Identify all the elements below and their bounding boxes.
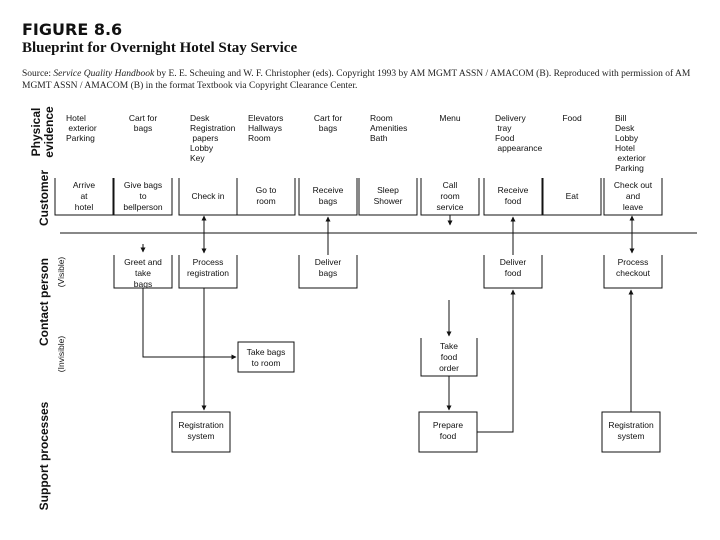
support-process-box (601, 411, 661, 453)
customer-action-box (603, 178, 663, 216)
customer-action-box (483, 178, 543, 216)
connector-arrow (477, 289, 516, 433)
lane-label-visible: (Visible) (56, 257, 66, 288)
visible-contact-action-box (483, 255, 543, 289)
customer-action-box (113, 178, 173, 216)
customer-action-text: Eat (566, 191, 579, 201)
figure-title: Blueprint for Overnight Hotel Stay Servi… (22, 40, 298, 56)
visible-contact-action-box (603, 255, 663, 289)
customer-action-box (54, 178, 114, 216)
lane-label-invisible: (Invisible) (56, 336, 66, 373)
source-prefix: Source: (22, 69, 54, 79)
physical-evidence-item: Food (562, 113, 582, 123)
figure-label: FIGURE 8.6 (22, 20, 123, 39)
customer-action-box (298, 178, 358, 216)
support-process-box (418, 411, 478, 453)
customer-action-box (542, 178, 602, 216)
customer-action-text: Check in (191, 191, 224, 201)
lane-label-support-processes: Support processes (37, 401, 51, 510)
invisible-contact-action-box (237, 341, 295, 373)
lane-label-physical-evidence: Physicalevidence (29, 106, 56, 158)
lane-label-customer: Customer (37, 170, 51, 226)
connector-arrow (142, 288, 237, 360)
customer-action-box (236, 178, 296, 216)
physical-evidence-item: Menu (439, 113, 461, 123)
visible-contact-action-box (178, 255, 238, 289)
support-process-box (171, 411, 231, 453)
customer-action-box (358, 178, 418, 216)
source-citation: Source: Service Quality Handbook by E. E… (22, 68, 717, 92)
visible-contact-action-box (298, 255, 358, 289)
source-rest: by E. E. Scheuing and W. F. Christopher … (22, 69, 691, 91)
lane-label-contact-person: Contact person (37, 258, 51, 346)
source-book-title: Service Quality Handbook (53, 69, 155, 79)
